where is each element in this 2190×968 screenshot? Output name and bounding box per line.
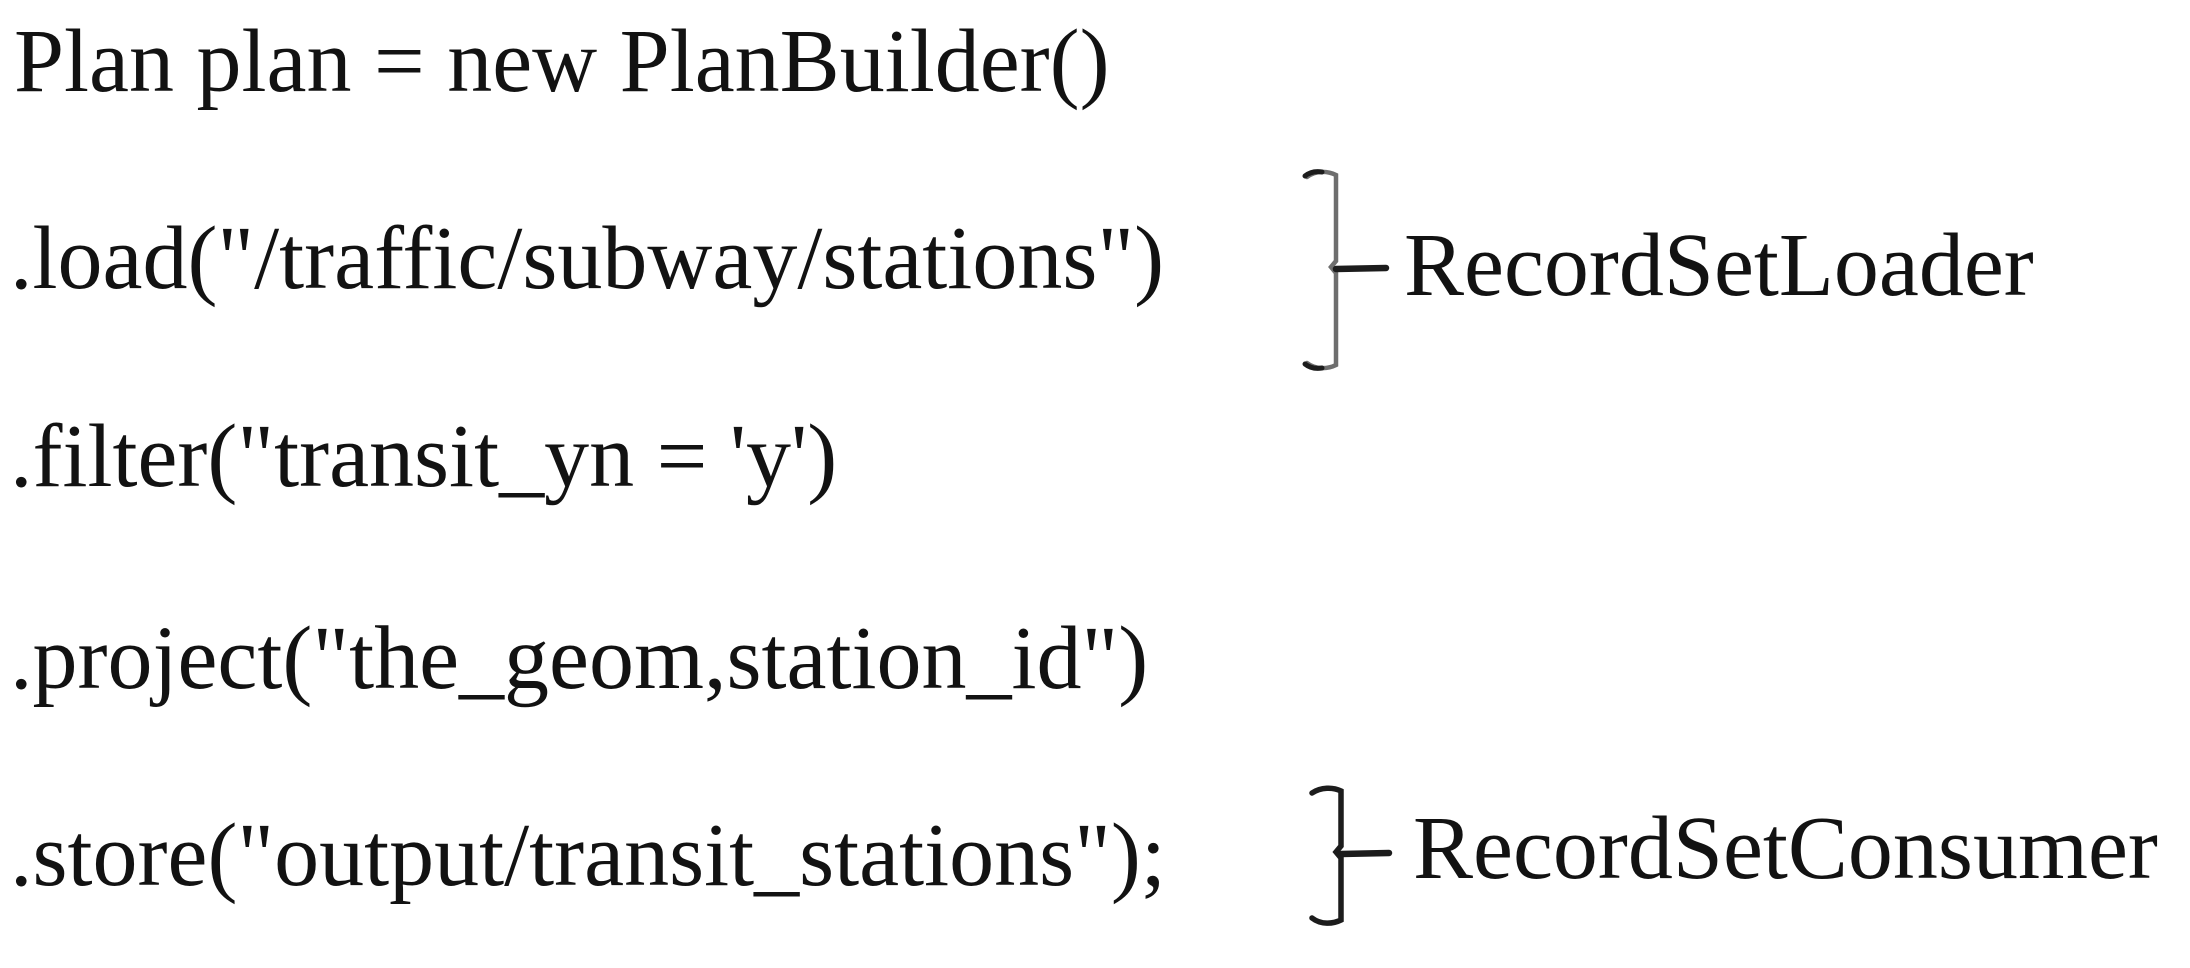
annotation-label-recordsetconsumer: RecordSetConsumer <box>1413 799 2158 898</box>
brace-bracket-loader-icon <box>1302 169 1390 371</box>
code-line-store: .store("output/transit_stations"); <box>10 806 1166 905</box>
annotation-label-recordsetloader: RecordSetLoader <box>1404 216 2034 315</box>
code-line-plan-builder: Plan plan = new PlanBuilder() <box>14 12 1110 111</box>
brace-bracket-consumer-icon <box>1309 785 1393 926</box>
code-line-project: .project("the_geom,station_id") <box>10 609 1149 708</box>
code-line-filter: .filter("transit_yn = 'y') <box>10 407 838 506</box>
code-line-load: .load("/traffic/subway/stations") <box>10 209 1165 308</box>
